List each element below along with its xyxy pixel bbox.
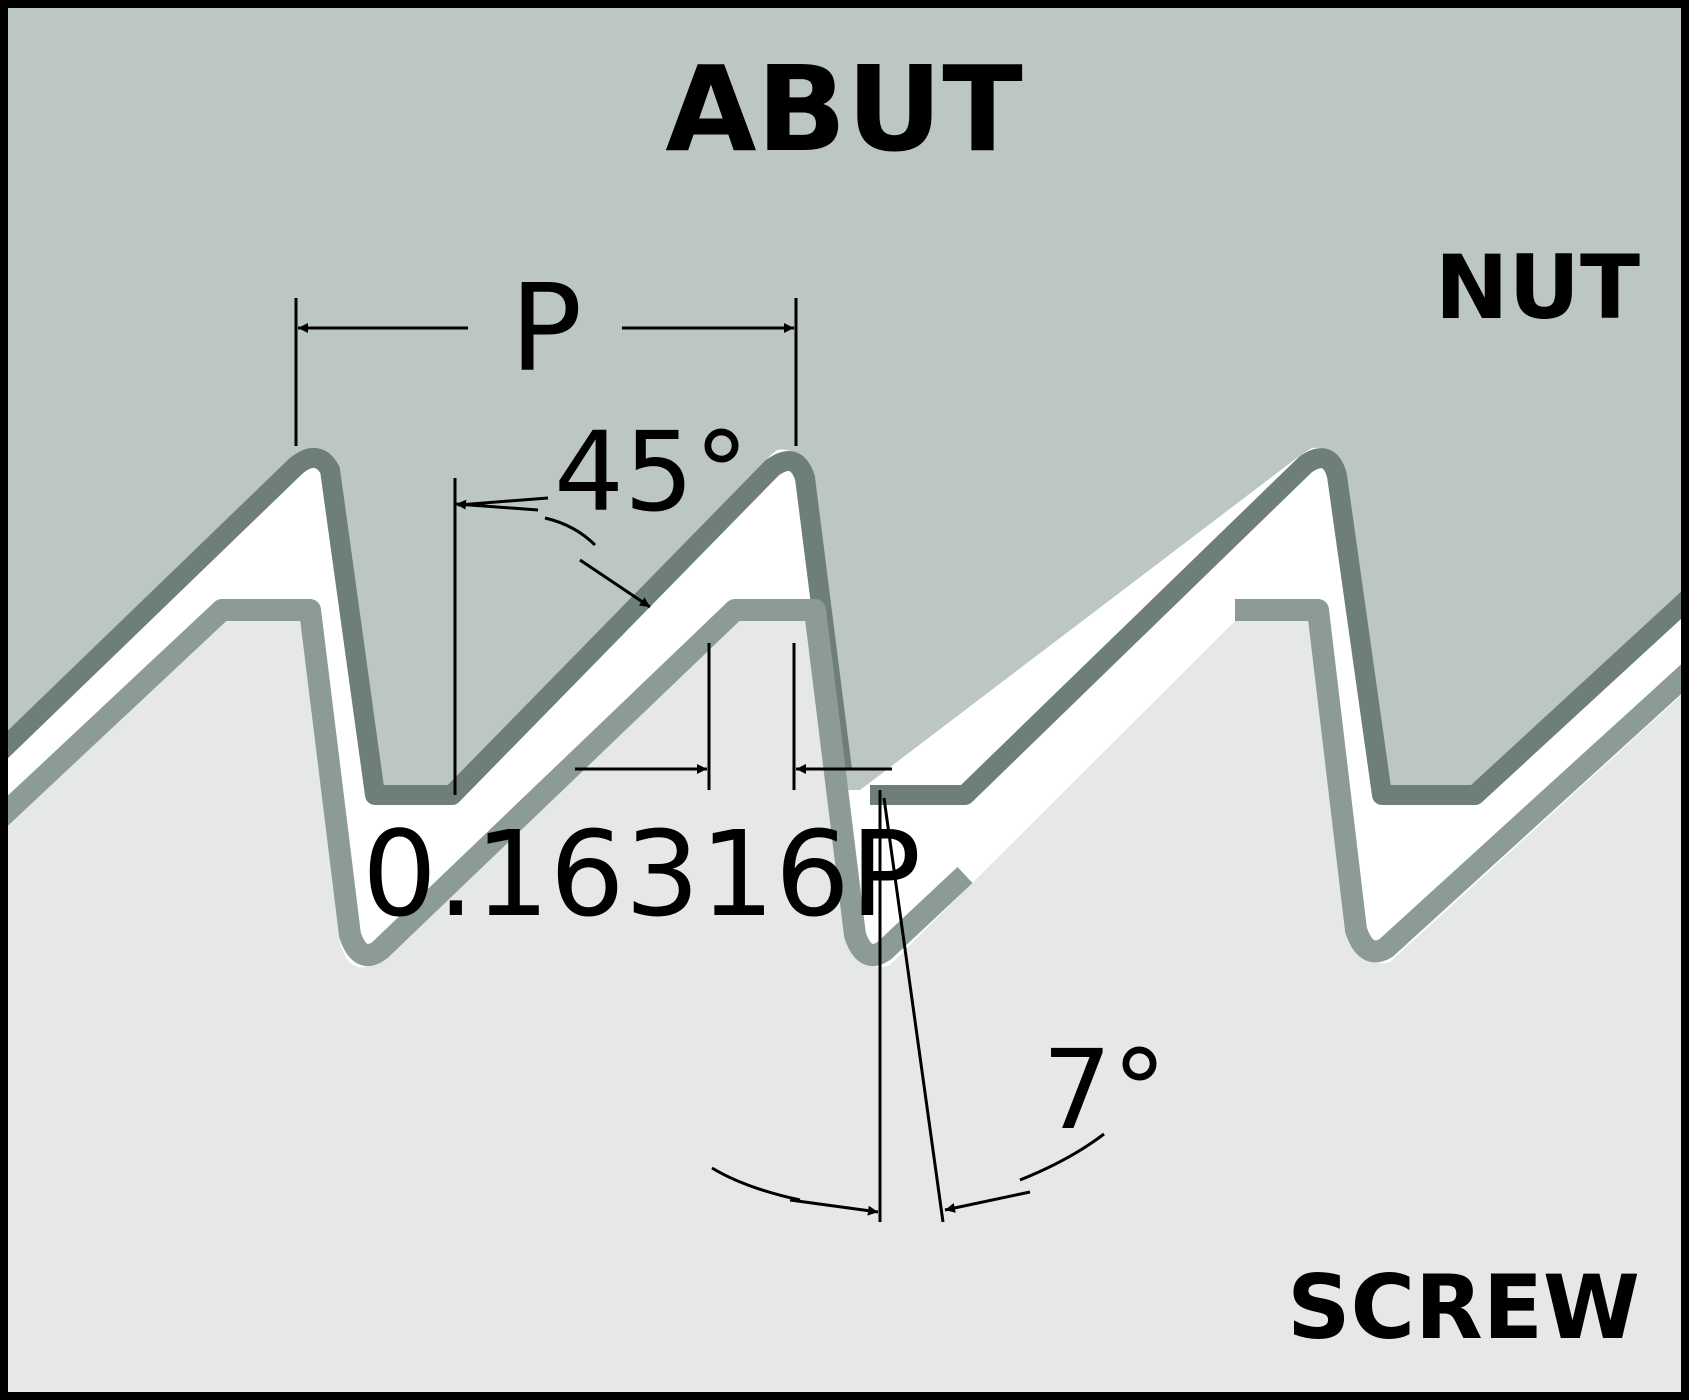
- pitch-label: P: [510, 260, 582, 399]
- load-flank-angle-label: 7°: [1042, 1026, 1167, 1154]
- right-arc: [1019, 1132, 1105, 1182]
- angle-arrow-left: [455, 499, 539, 512]
- screw-edge: [8, 599, 1681, 966]
- flank-angle-label: 45°: [554, 408, 749, 536]
- angle-arrow-left-7: [789, 1198, 879, 1216]
- flat-width-dimension: [575, 643, 892, 790]
- angle-arrow-right-7: [944, 1190, 1031, 1213]
- nut-region: [8, 8, 1681, 790]
- screw-label: SCREW: [1287, 1256, 1640, 1359]
- flat-width-label: 0.16316P: [362, 805, 921, 943]
- diagram-title: ABUT: [665, 40, 1023, 178]
- left-arc: [711, 1166, 801, 1202]
- nut-label: NUT: [1435, 236, 1640, 339]
- load-flank-angle-dimension: [711, 790, 1105, 1223]
- flank-angle-dimension: [453, 478, 651, 795]
- angle-arc: [544, 516, 597, 547]
- nut-edge: [8, 448, 1681, 805]
- screw-region: [8, 618, 1681, 1392]
- pitch-dimension: [294, 298, 798, 446]
- load-flank-line: [882, 797, 945, 1223]
- angle-arrow-right: [579, 558, 651, 609]
